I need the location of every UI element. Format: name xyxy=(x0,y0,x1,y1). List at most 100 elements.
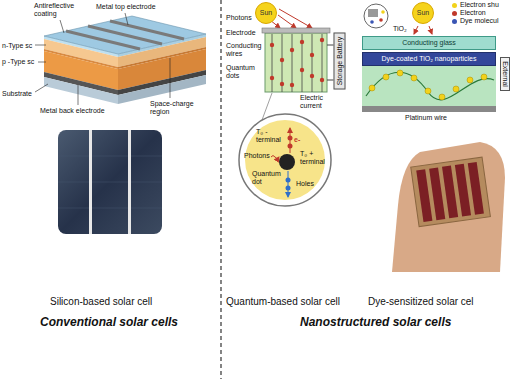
hole-dot xyxy=(286,186,291,191)
legend-swatch xyxy=(452,11,457,16)
layer-label: Metal top electrode xyxy=(96,3,156,11)
sun-circle: Sun xyxy=(255,2,277,24)
part-label: Conducting wires xyxy=(226,42,262,58)
part-label: Photons xyxy=(244,152,270,160)
legend-text: Electron shu xyxy=(460,1,499,9)
electrode-plate xyxy=(262,28,330,33)
electron-path xyxy=(366,72,494,100)
sun-circle: Sun xyxy=(412,2,434,24)
legend-text: Electron xyxy=(460,9,486,17)
legend-row: Electron xyxy=(452,9,499,17)
part-label: Electric current xyxy=(300,94,340,110)
hole-arrow xyxy=(288,171,289,197)
substrate-layer xyxy=(118,75,206,104)
hole-dot xyxy=(286,178,291,183)
part-label: Quantum dot xyxy=(252,170,284,186)
leader-line xyxy=(38,62,46,63)
quantum-dot-symbol xyxy=(279,154,295,170)
zoom-circle xyxy=(364,4,388,28)
part-label: Quantum dots xyxy=(226,64,262,80)
quantum-device xyxy=(262,9,334,120)
node-text: Sun xyxy=(417,9,429,17)
layer-label: Substrate xyxy=(2,90,32,98)
electrolyte xyxy=(362,66,496,106)
part-label: Photons xyxy=(226,14,252,22)
leader-line xyxy=(60,20,64,33)
grid-line xyxy=(58,208,162,209)
legend-row: Dye molecul xyxy=(452,17,499,25)
busbar xyxy=(89,130,92,234)
top-finger xyxy=(110,21,184,39)
layer-label: p -Type sc xyxy=(2,58,34,66)
top-finger xyxy=(66,31,140,49)
leader-line xyxy=(35,45,46,46)
node-text: Storage Battery xyxy=(335,37,343,86)
photon-arrow xyxy=(414,26,418,34)
substrate-layer xyxy=(44,77,118,104)
electron-dot xyxy=(288,144,293,149)
node-text: Dye-coated TiO₂ nanoparticles xyxy=(382,55,477,63)
part-label: Holes xyxy=(296,180,314,188)
legend-row: Electron shu xyxy=(452,1,499,9)
legend-swatch xyxy=(452,3,457,8)
glass-band: Conducting glass xyxy=(362,36,496,50)
layer-label: Antireflective coating xyxy=(34,2,86,18)
grid-line xyxy=(58,156,162,157)
legend-swatch xyxy=(452,19,457,24)
leader-lines xyxy=(35,13,170,105)
busbar xyxy=(128,130,131,234)
grid-line xyxy=(58,182,162,183)
section-heading: Nanostructured solar cells xyxy=(300,316,451,330)
cell-photo xyxy=(58,130,162,234)
quantum-dots xyxy=(270,38,324,87)
electron-dot xyxy=(288,136,293,141)
layer-label: Space-charge region xyxy=(150,100,204,116)
cell-plate xyxy=(411,157,491,226)
dye-dot xyxy=(370,20,374,24)
leader-line xyxy=(35,84,48,92)
node-text: External xyxy=(501,61,509,87)
charge-label: e- xyxy=(294,136,300,144)
figure-caption: Quantum-based solar cell xyxy=(226,296,340,308)
shuttle-dots xyxy=(369,70,487,100)
leader-line xyxy=(125,13,128,25)
terminal-label: T₀ - terminal xyxy=(256,128,284,144)
photon-wave xyxy=(271,156,279,159)
legend-text: Dye molecul xyxy=(460,17,499,25)
divider-line xyxy=(220,0,221,379)
battery-box: Storage Battery xyxy=(333,33,345,90)
leader-line xyxy=(170,58,171,98)
terminal-label: T₀ + terminal xyxy=(300,150,328,166)
conducting-wires xyxy=(272,34,322,92)
dye-cell-photo xyxy=(392,142,505,272)
part-label: TiO₂ xyxy=(393,25,407,33)
tio2-band: Dye-coated TiO₂ nanoparticles xyxy=(362,52,496,66)
silicon-cell-photo xyxy=(58,130,162,234)
device-body xyxy=(265,33,327,92)
platinum-wire xyxy=(362,106,496,112)
layer-label: n-Type sc xyxy=(2,42,32,50)
part-label: Electrode xyxy=(226,29,256,37)
hand xyxy=(392,142,505,272)
part-label: Platinum wire xyxy=(405,114,447,122)
section-heading: Conventional solar cells xyxy=(40,316,178,330)
node-text: Conducting glass xyxy=(402,39,456,47)
photon-arrow xyxy=(429,26,432,34)
figure-caption: Silicon-based solar cell xyxy=(50,296,152,308)
figure-caption: Dye-sensitized solar cel xyxy=(368,296,474,308)
external-box: External xyxy=(500,57,510,91)
legend: Electron shuElectronDye molecul xyxy=(452,1,499,25)
inset-circle xyxy=(239,114,331,206)
tio2-particle xyxy=(368,9,378,17)
quantum-dot-inset xyxy=(239,114,331,206)
top-finger xyxy=(88,26,162,44)
electron-dot xyxy=(379,18,383,22)
plate xyxy=(411,157,491,226)
leader-line xyxy=(78,85,79,105)
top-face xyxy=(44,16,206,54)
shuttle-dot xyxy=(381,10,385,14)
photon-arrow xyxy=(279,9,312,28)
layer-label: Metal back electrode xyxy=(40,107,105,115)
silicon-cell-block xyxy=(44,16,206,104)
